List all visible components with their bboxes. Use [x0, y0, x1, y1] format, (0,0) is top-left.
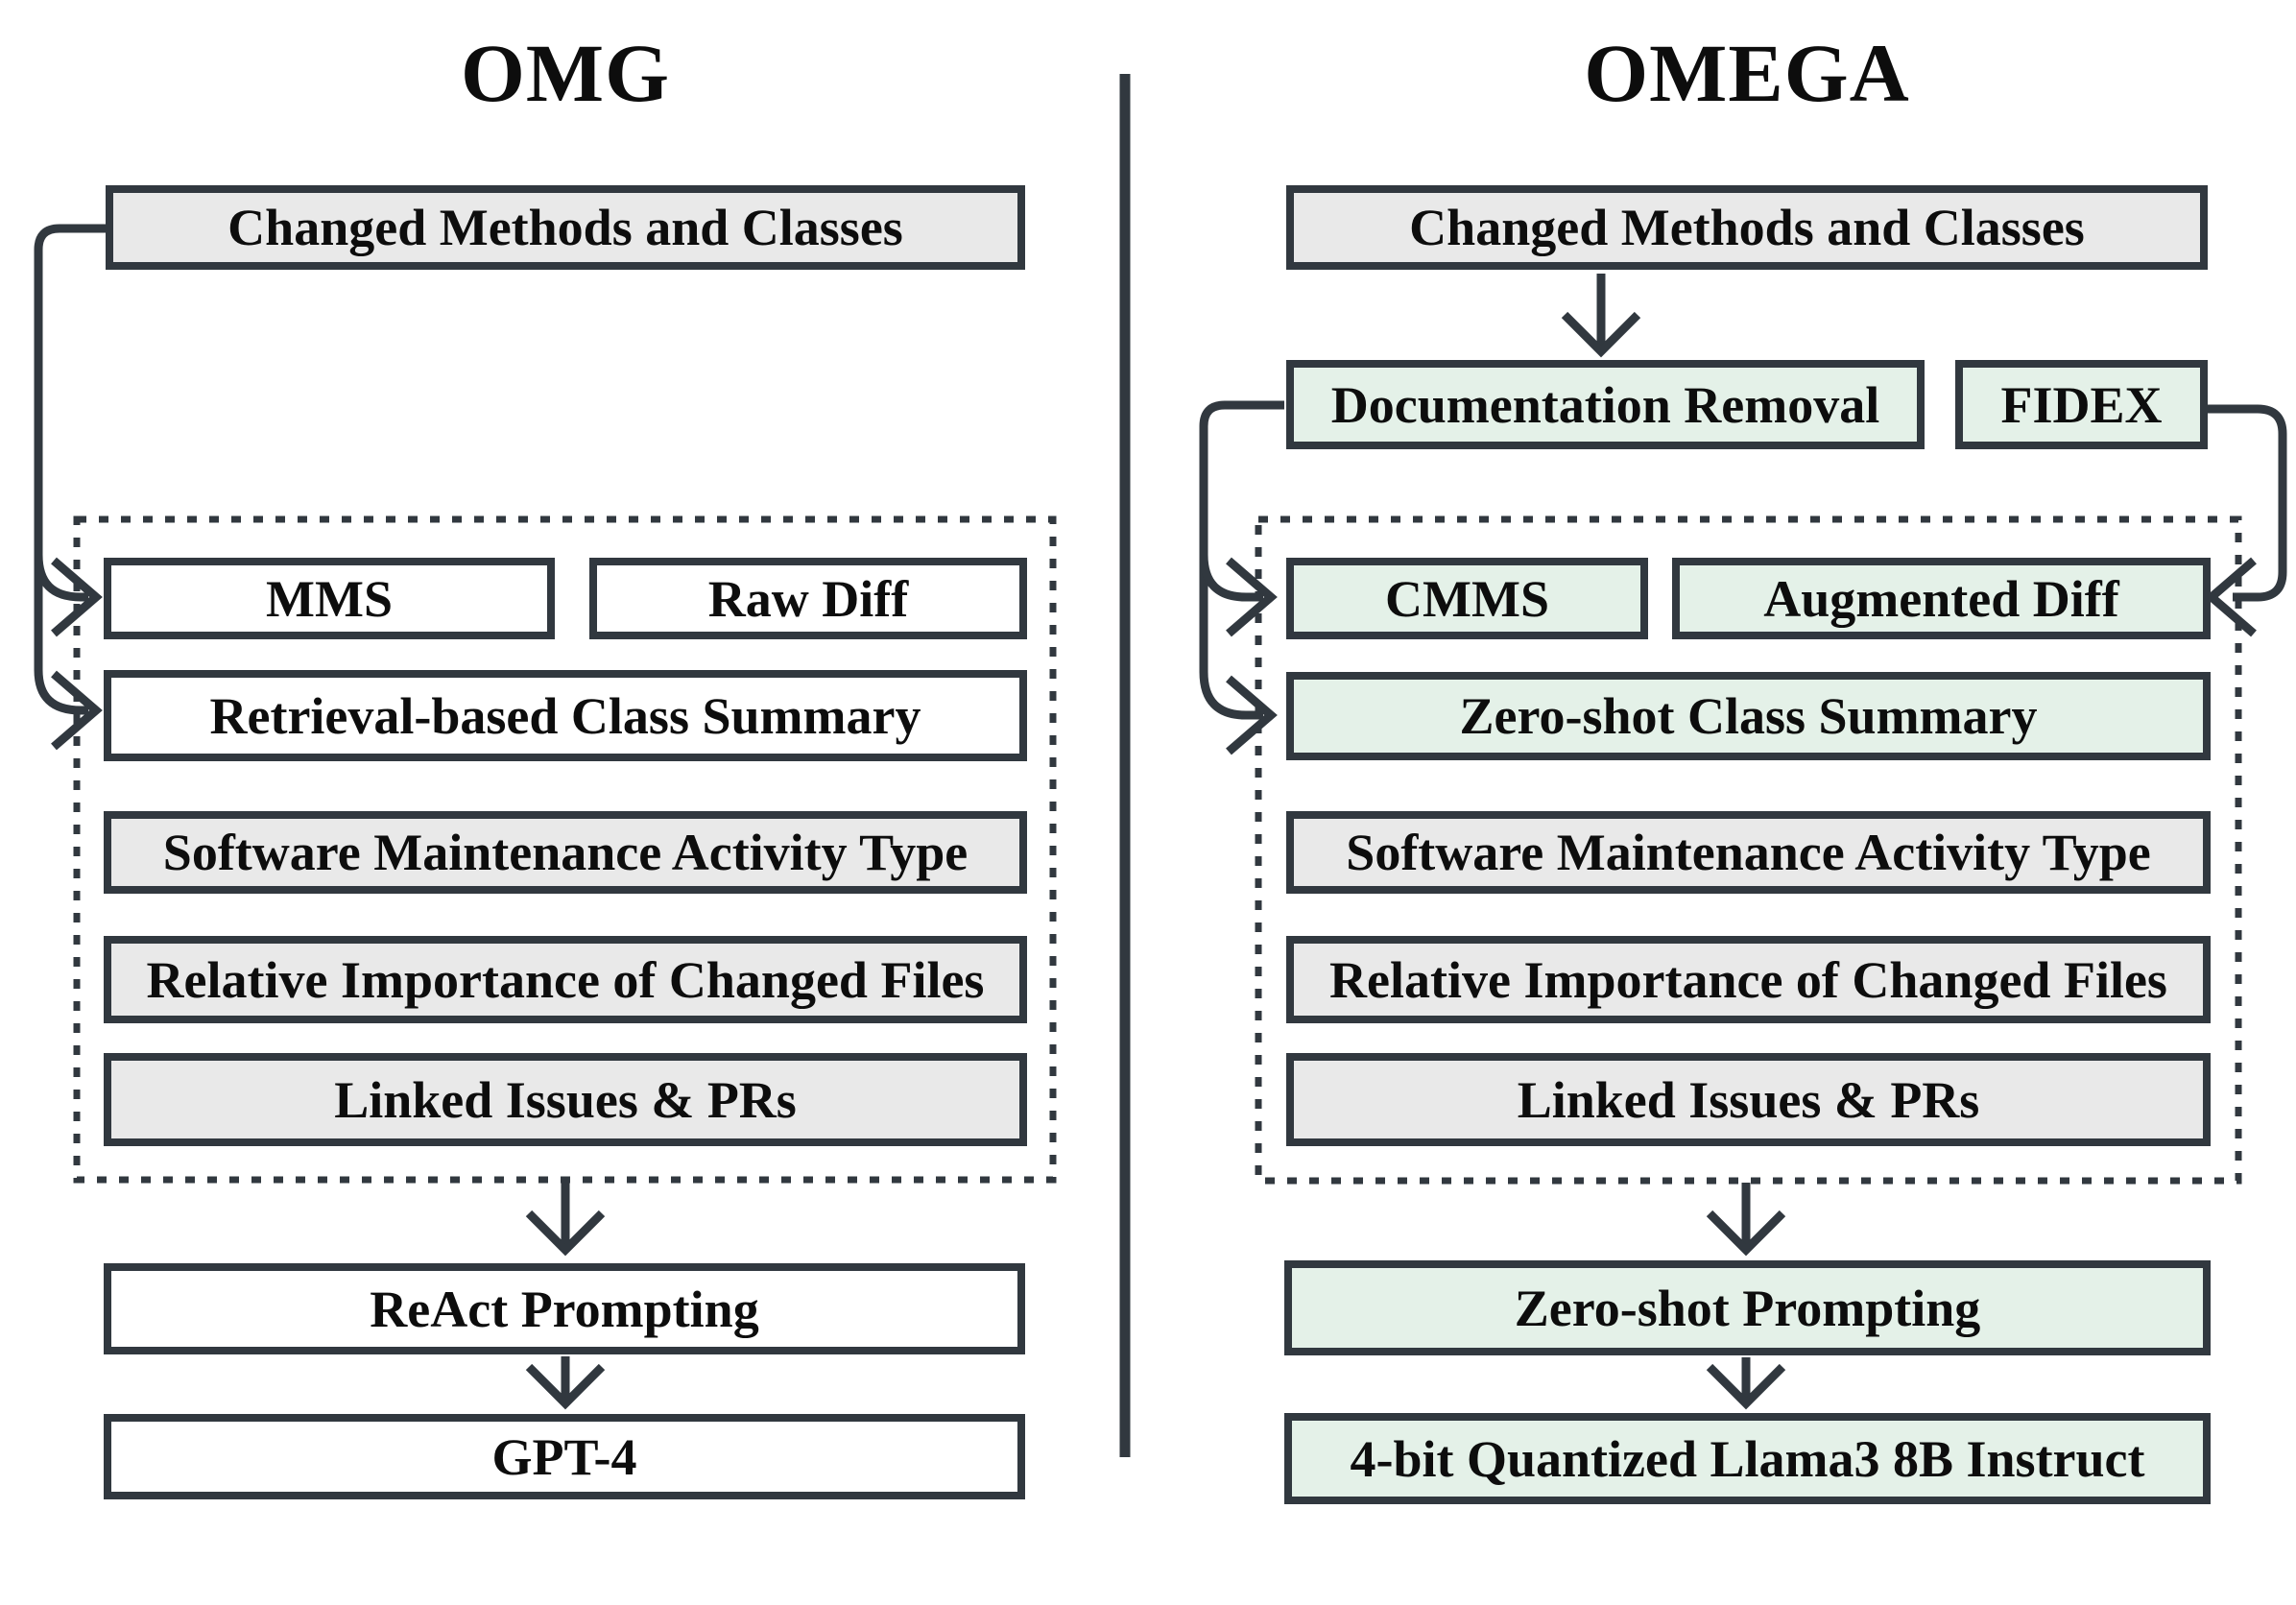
- arrowhead-into-react: [525, 1210, 606, 1257]
- box-mms: MMS: [104, 558, 555, 639]
- box-changed-methods-right: Changed Methods and Classes: [1286, 185, 2208, 270]
- connector-docremoval-to-summary: [1199, 400, 1284, 720]
- feature-group-border-right: [1255, 515, 2242, 1185]
- omega-title: OMEGA: [1584, 27, 1910, 119]
- arrowhead-into-cmms: [1226, 557, 1278, 637]
- box-retrieval-class-summary: Retrieval-based Class Summary: [104, 670, 1027, 761]
- box-documentation-removal: Documentation Removal: [1286, 360, 1925, 449]
- arrowhead-into-llama: [1706, 1363, 1786, 1410]
- arrowhead-into-augdiff: [2205, 557, 2257, 637]
- connector-docremoval-to-cmms: [1199, 554, 1263, 602]
- box-relative-importance-left: Relative Importance of Changed Files: [104, 936, 1027, 1023]
- feature-group-border-left: [73, 515, 1057, 1184]
- connector-fidex-to-augdiff: [2208, 404, 2287, 602]
- box-activity-type-right: Software Maintenance Activity Type: [1286, 811, 2211, 894]
- arrowhead-into-mms: [51, 557, 103, 637]
- arrowhead-into-summary: [1226, 675, 1278, 755]
- box-activity-type-left: Software Maintenance Activity Type: [104, 811, 1027, 894]
- omg-title: OMG: [461, 27, 670, 119]
- box-linked-issues-left: Linked Issues & PRs: [104, 1053, 1027, 1146]
- box-llama3-model: 4-bit Quantized Llama3 8B Instruct: [1284, 1413, 2211, 1504]
- box-fidex: FIDEX: [1955, 360, 2208, 449]
- connector-changed-to-retrieval: [34, 224, 108, 715]
- box-relative-importance-right: Relative Importance of Changed Files: [1286, 936, 2211, 1023]
- arrowhead-into-zeroshot-prompting: [1706, 1210, 1786, 1257]
- box-augmented-diff: Augmented Diff: [1672, 558, 2211, 639]
- box-cmms: CMMS: [1286, 558, 1648, 639]
- box-raw-diff: Raw Diff: [589, 558, 1027, 639]
- arrowhead-into-gpt4: [525, 1363, 606, 1410]
- box-changed-methods-left: Changed Methods and Classes: [106, 185, 1025, 270]
- box-gpt4: GPT-4: [104, 1414, 1025, 1499]
- box-react-prompting: ReAct Prompting: [104, 1263, 1025, 1354]
- box-zero-shot-prompting: Zero-shot Prompting: [1284, 1260, 2211, 1355]
- arrowhead-into-docremoval: [1561, 311, 1641, 358]
- box-linked-issues-right: Linked Issues & PRs: [1286, 1053, 2211, 1146]
- box-zero-shot-class-summary: Zero-shot Class Summary: [1286, 672, 2211, 760]
- arrowhead-into-retrieval: [51, 670, 103, 751]
- connector-changed-to-mms: [34, 554, 88, 602]
